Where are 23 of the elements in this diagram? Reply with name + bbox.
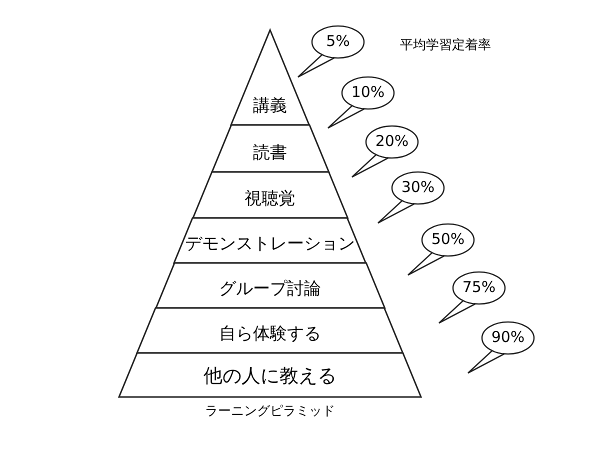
caption: ラーニングピラミッド [204, 403, 336, 420]
percentage-text: 10% [350, 83, 386, 101]
pyramid-tier [192, 172, 348, 218]
tier-label: デモンストレーション [184, 233, 355, 256]
tier-label: 自ら体験する [218, 323, 321, 346]
tier-label: グループ討論 [218, 278, 321, 301]
percentage-text: 5% [325, 32, 351, 50]
pyramid-tier [174, 218, 366, 263]
pyramid-tier [119, 353, 421, 397]
pyramid-tier [137, 308, 403, 353]
note-text: 平均学習定着率 [400, 37, 491, 54]
tier-label: 他の人に教える [204, 364, 336, 389]
pyramid-tier [230, 30, 310, 125]
percentage-text: 75% [461, 278, 497, 296]
pyramid-tier [212, 125, 328, 172]
percentage-text: 30% [400, 178, 436, 196]
tier-label: 読書 [252, 142, 287, 165]
percentage-text: 20% [374, 132, 410, 150]
percentage-text: 50% [430, 230, 466, 248]
percentage-text: 90% [490, 328, 526, 346]
tier-label: 視聴覚 [244, 188, 296, 211]
pyramid-tier [156, 263, 384, 308]
tier-label: 講義 [252, 95, 287, 118]
